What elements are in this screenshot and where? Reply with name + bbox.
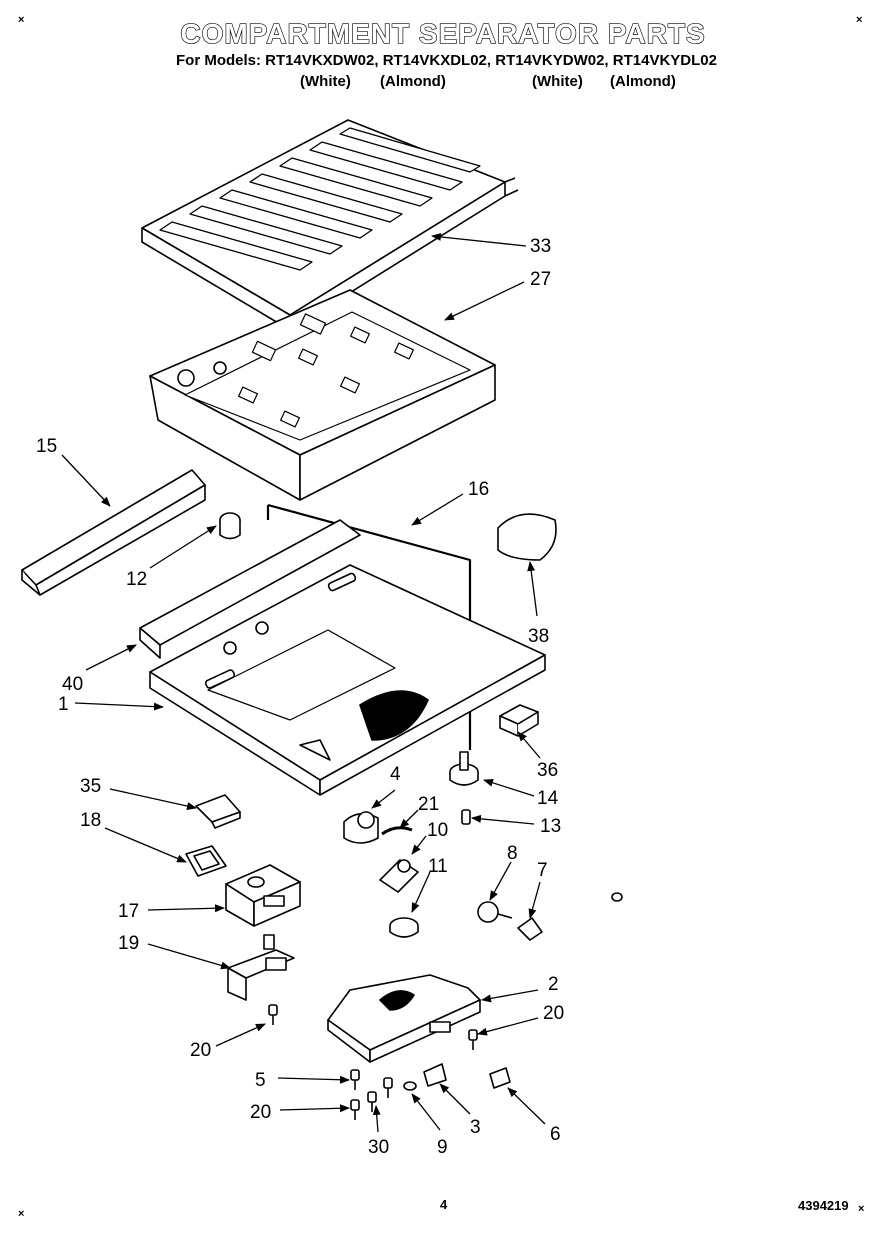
callout-10: 10 [427,820,448,841]
callout-38: 38 [528,626,549,647]
callout-36: 36 [537,760,558,781]
page-title: COMPARTMENT SEPARATOR PARTS [180,17,706,49]
part-17-control-housing [225,864,301,927]
models-line: For Models: RT14VKXDW02, RT14VKXDL02, RT… [176,52,717,69]
callout-6: 6 [550,1124,561,1145]
part-7-socket [517,917,543,941]
screw-20-right [468,1029,478,1050]
variant-label-3: (White) [532,73,583,90]
part-4-damper-housing [343,811,379,844]
callout-7: 7 [537,860,548,881]
callout-33: 33 [530,236,551,257]
part-6-connector [489,1067,511,1089]
screw-extra [383,1077,393,1098]
screw-30 [367,1091,377,1112]
callout-1: 1 [58,694,69,715]
corner-mark-bottom-right: × [858,1203,865,1215]
callout-20-right: 20 [543,1003,564,1024]
corner-mark-top-right: × [856,14,863,26]
corner-mark-top-left: × [18,14,25,26]
leader-lines [61,232,546,1133]
callout-27: 27 [530,269,551,290]
part-3-switch [423,1063,447,1087]
part-8-light-bulb [477,901,513,923]
variant-label-2: (Almond) [380,73,446,90]
page-number: 4 [440,1197,448,1212]
variant-label-1: (White) [300,73,351,90]
screw-20-left [268,1004,278,1025]
variant-label-4: (Almond) [610,73,676,90]
part-35-latch [195,794,241,829]
callout-16: 16 [468,479,489,500]
washer-9 [403,1081,417,1091]
callout-21: 21 [418,794,439,815]
callout-15: 15 [36,436,57,457]
callout-19: 19 [118,933,139,954]
part-36-clip [499,704,539,737]
part-12-grommet [219,512,241,540]
callout-12: 12 [126,569,147,590]
callout-numbers: 33 27 15 16 12 38 40 1 36 4 14 35 21 13 … [36,236,564,1158]
callout-18: 18 [80,810,101,831]
callout-30: 30 [368,1137,389,1158]
part-13-shaft [461,809,471,825]
callout-14: 14 [537,788,559,809]
part-2-control-base [327,974,481,1063]
part-27-cover-tray [149,289,496,501]
part-11-knob [389,917,419,938]
callout-40: 40 [62,674,83,695]
registration-circle [611,892,623,902]
part-19-bracket [227,934,295,1001]
part-18-gasket [185,845,227,877]
document-number: 4394219 [798,1198,849,1213]
part-38-insulation [497,513,557,561]
part-33-shelf-cover [141,119,519,331]
callout-17: 17 [118,901,139,922]
callout-9: 9 [437,1137,448,1158]
screw-5 [350,1069,360,1090]
part-15-trim-strip [21,469,206,596]
part-14-knob [449,751,479,786]
part-21-cover [381,826,413,836]
part-10-control [379,859,419,893]
callout-3: 3 [470,1117,481,1138]
part-40-front-channel [139,519,361,659]
callout-2: 2 [548,974,559,995]
corner-mark-bottom-left: × [18,1208,25,1220]
callout-35: 35 [80,776,101,797]
callout-13: 13 [540,816,561,837]
callout-20-left: 20 [190,1040,211,1061]
callout-20-bottom: 20 [250,1102,271,1123]
callout-8: 8 [507,843,518,864]
screw-20-bottom [350,1099,360,1120]
part-1-separator-panel [149,564,546,796]
callout-11: 11 [428,856,448,877]
callout-4: 4 [390,764,401,785]
callout-5: 5 [255,1070,266,1091]
